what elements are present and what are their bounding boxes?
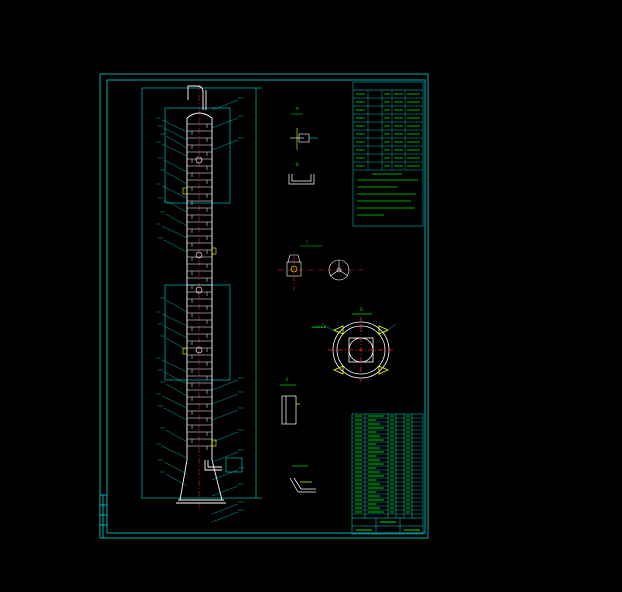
manway-marks — [195, 156, 203, 354]
leader-line — [211, 451, 239, 463]
parts-list-rows — [352, 417, 423, 515]
leader-line — [163, 239, 188, 253]
drawing-frame — [99, 73, 429, 539]
technical-data-columns — [367, 90, 406, 170]
technical-data-rows — [353, 97, 423, 171]
leader-line — [161, 313, 188, 327]
bottom-flange-box — [225, 457, 243, 473]
leader-line — [211, 139, 239, 151]
leader-line — [165, 383, 188, 397]
leader-line — [211, 485, 239, 497]
leader-line — [211, 503, 239, 515]
section-d-label: D — [360, 307, 363, 312]
leader-line — [163, 407, 188, 421]
tower-shell — [176, 85, 226, 504]
leader-line — [165, 213, 188, 227]
tower-nozzle-marks — [182, 187, 217, 447]
leader-line — [165, 299, 188, 313]
tower-trays — [187, 123, 212, 450]
detail-c-label: C — [306, 240, 309, 244]
leader-line — [211, 117, 239, 129]
leader-line — [161, 445, 188, 459]
leader-line — [163, 127, 188, 141]
leader-line — [211, 511, 239, 523]
leader-line — [211, 393, 239, 405]
leader-line — [211, 409, 239, 421]
leader-line — [165, 429, 188, 443]
leader-line — [165, 135, 188, 149]
detail-b-label: B — [296, 162, 299, 167]
title-block — [352, 517, 423, 534]
parts-list-text — [355, 415, 410, 513]
detail-view-c: C — [278, 240, 364, 290]
leader-lines-right — [211, 97, 244, 523]
leader-line — [161, 395, 188, 409]
leader-line — [163, 325, 188, 339]
detail-a-label: A — [296, 106, 299, 111]
leader-line — [165, 171, 188, 185]
leader-line — [211, 379, 239, 391]
detail-view-b: B — [288, 162, 315, 185]
leader-line — [161, 359, 188, 373]
leader-line — [163, 461, 188, 475]
leader-line — [163, 371, 188, 385]
detail-e-label: E — [286, 377, 289, 382]
leader-line — [163, 159, 188, 173]
detail-view-a: A — [290, 106, 318, 150]
leader-line — [211, 469, 239, 481]
section-d-note: ▬▬▬▬▬ — [312, 325, 326, 329]
leader-line — [161, 143, 188, 157]
technical-notes-text — [356, 93, 420, 216]
leader-line — [161, 119, 188, 133]
detail-view-skirt — [289, 465, 316, 493]
leader-line — [161, 185, 188, 199]
section-view-d: D ▬▬▬▬▬ — [312, 307, 397, 383]
leader-line — [163, 199, 188, 213]
leader-lines-left — [156, 117, 188, 487]
detail-view-e: E — [280, 377, 300, 425]
leader-line — [211, 99, 239, 111]
leader-line — [211, 431, 239, 443]
column-view-boxes — [141, 87, 262, 499]
leader-line — [165, 473, 188, 487]
leader-line — [161, 225, 188, 239]
